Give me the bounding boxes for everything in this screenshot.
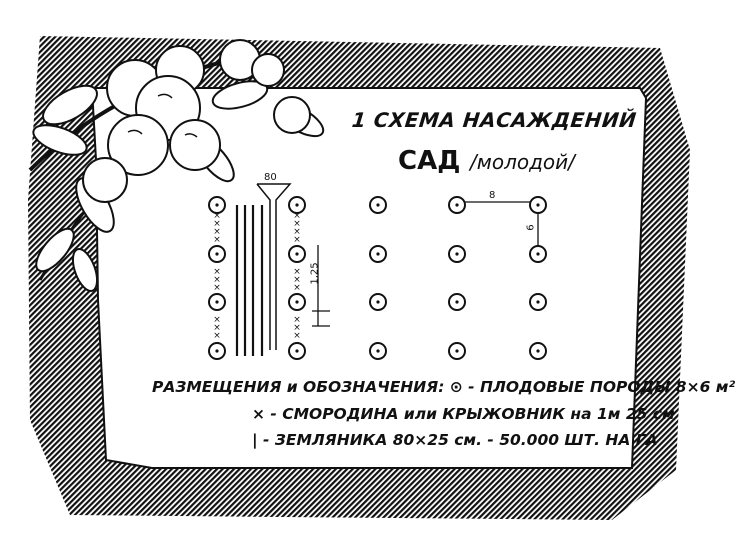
tree-symbol-center: [536, 203, 540, 207]
currant-symbol: ×: [293, 267, 301, 277]
row-width-label: 80: [264, 172, 277, 183]
spacing-dimension-lines: [312, 201, 539, 327]
tree-symbol-center: [536, 300, 540, 304]
row-width-bracket: [256, 183, 292, 350]
tree-symbol-center: [536, 252, 540, 256]
currant-symbol: ×: [293, 283, 301, 293]
legend-line-currants: × - СМОРОДИНА или КРЫЖОВНИК на 1м 25 см: [252, 405, 675, 423]
currant-symbol: ×: [293, 331, 301, 341]
tree-spacing-y-label: 6: [525, 224, 537, 231]
currant-symbol: ×: [213, 275, 221, 285]
currant-symbol: ×: [293, 275, 301, 285]
tree-symbol-center: [536, 349, 540, 353]
currant-symbol: ×: [293, 211, 301, 221]
tree-symbol-center: [376, 203, 380, 207]
currant-symbol: ×: [293, 235, 301, 245]
tree-symbol-center: [215, 252, 219, 256]
currant-symbol: ×: [213, 211, 221, 221]
tree-symbol-center: [376, 252, 380, 256]
scheme-artwork: ××××××××××××××××××××: [28, 36, 690, 520]
currant-symbol: ×: [213, 331, 221, 341]
currant-symbol: ×: [213, 315, 221, 325]
currant-symbol: ×: [213, 283, 221, 293]
legend-line-strawberries: | - ЗЕМЛЯНИКА 80×25 см. - 50.000 ШТ. НА …: [252, 431, 658, 449]
tree-symbol-center: [215, 349, 219, 353]
scheme-title: 1 СХЕМА НАСАЖДЕНИЙ: [350, 108, 638, 132]
currant-symbol: ×: [213, 267, 221, 277]
currant-symbol: ×: [293, 227, 301, 237]
tree-spacing-x-label: 8: [489, 190, 496, 201]
tree-symbol-center: [455, 300, 459, 304]
tree-symbol-center: [295, 349, 299, 353]
apple-branch-illustration: [28, 39, 325, 292]
tree-symbol-center: [376, 349, 380, 353]
currant-symbol: ×: [293, 219, 301, 229]
currant-symbol: ×: [293, 323, 301, 333]
tree-symbol-center: [295, 203, 299, 207]
tree-symbol-center: [455, 349, 459, 353]
tree-symbol-center: [455, 203, 459, 207]
garden-subtitle: /молодой/: [470, 150, 575, 174]
currant-symbol: ×: [213, 227, 221, 237]
currant-symbol: ×: [213, 323, 221, 333]
tree-symbol-center: [295, 252, 299, 256]
garden-planting-scheme-illustration: ×××××××××××××××××××× 80 8 6 1,25 1 СХЕМА…: [28, 36, 735, 520]
currant-symbol: ×: [293, 315, 301, 325]
tree-symbol-center: [455, 252, 459, 256]
currant-symbol: ×: [213, 235, 221, 245]
garden-title: САД: [398, 146, 461, 176]
tree-symbol-center: [215, 300, 219, 304]
tree-symbol-center: [215, 203, 219, 207]
currant-symbol: ×: [213, 219, 221, 229]
shrub-spacing-label: 1,25: [309, 262, 321, 285]
tree-symbol-center: [295, 300, 299, 304]
legend-line-trees: РАЗМЕЩЕНИЯ и ОБОЗНАЧЕНИЯ: ⊙ - ПЛОДОВЫЕ П…: [152, 378, 735, 396]
tree-symbol-center: [376, 300, 380, 304]
